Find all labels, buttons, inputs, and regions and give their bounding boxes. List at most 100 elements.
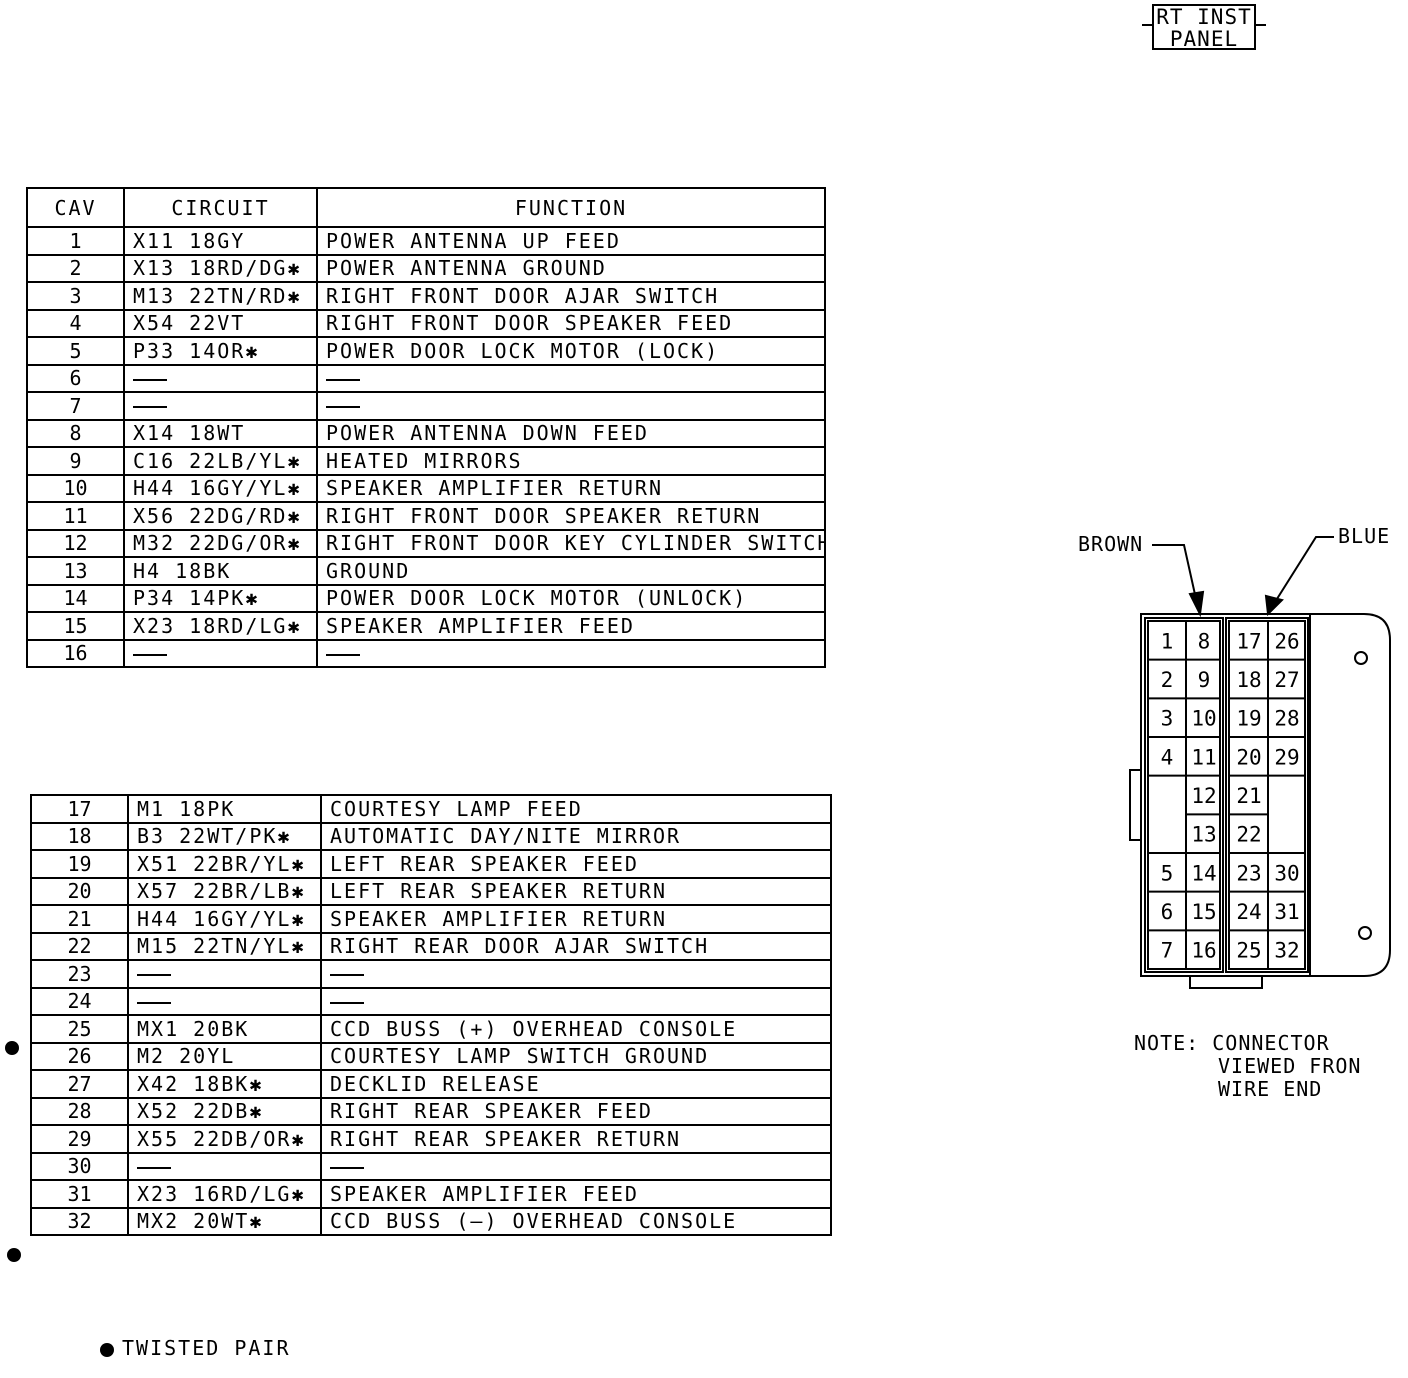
unused-dash	[330, 974, 364, 977]
circuit-cell: M2 20YL	[127, 1041, 322, 1071]
function-cell: RIGHT REAR SPEAKER FEED	[320, 1096, 832, 1126]
cav-cell: 13	[26, 556, 125, 586]
cavity-number: 17	[1236, 629, 1261, 653]
circuit-cell: X23 16RD/LG✱	[127, 1179, 322, 1209]
note-line-3: WIRE END	[1218, 1077, 1323, 1101]
unused-dash	[326, 378, 360, 381]
circuit-cell: MX2 20WT✱	[127, 1206, 322, 1236]
twisted-pair-legend-dot	[100, 1342, 114, 1357]
cavity-number: 10	[1191, 707, 1216, 731]
circuit-cell: X11 18GY	[123, 226, 318, 256]
cavity-number: 5	[1161, 861, 1174, 885]
cavity-number: 28	[1274, 707, 1299, 731]
function-cell: LEFT REAR SPEAKER RETURN	[320, 876, 832, 906]
circuit-cell: M1 18PK	[127, 794, 322, 824]
cavity-number: 11	[1191, 745, 1216, 769]
cavity-number: 6	[1161, 900, 1174, 924]
function-cell: CCD BUSS (+) OVERHEAD CONSOLE	[320, 1014, 832, 1044]
unused-dash	[330, 1001, 364, 1004]
function-cell: RIGHT FRONT DOOR KEY CYLINDER SWITCH	[316, 528, 826, 558]
cavity-number: 29	[1274, 745, 1299, 769]
connector-title-line1: RT INST	[1156, 5, 1252, 29]
cav-cell: 22	[30, 931, 129, 961]
twisted-pair-legend-label: TWISTED PAIR	[122, 1336, 291, 1360]
cav-cell: 3	[26, 281, 125, 311]
cavity-number: 13	[1191, 823, 1216, 847]
unused-dash	[133, 378, 167, 381]
function-cell: POWER DOOR LOCK MOTOR (LOCK)	[316, 336, 826, 366]
cavity-number: 9	[1198, 668, 1211, 692]
function-cell: RIGHT FRONT DOOR AJAR SWITCH	[316, 281, 826, 311]
note-line-2: VIEWED FRON	[1218, 1054, 1362, 1078]
unused-dash	[326, 406, 360, 409]
cav-cell: 4	[26, 308, 125, 338]
function-cell: HEATED MIRRORS	[316, 446, 826, 476]
circuit-cell	[127, 1151, 322, 1181]
twisted-pair-marker-32	[7, 1248, 21, 1262]
cav-cell: 23	[30, 959, 129, 989]
cavity-number: 27	[1274, 668, 1299, 692]
cavity-number: 31	[1274, 900, 1299, 924]
circuit-cell: H44 16GY/YL✱	[127, 904, 322, 934]
cav-cell: 31	[30, 1179, 129, 1209]
connector-title-line2: PANEL	[1169, 27, 1239, 51]
cavity-number: 15	[1191, 900, 1216, 924]
cavity-number: 7	[1161, 939, 1174, 963]
cavity-number: 16	[1191, 939, 1216, 963]
cav-cell: 9	[26, 446, 125, 476]
function-cell: RIGHT REAR SPEAKER RETURN	[320, 1124, 832, 1154]
cavity-number: 30	[1274, 861, 1299, 885]
cavity-number: 32	[1274, 939, 1299, 963]
circuit-cell: M32 22DG/OR✱	[123, 528, 318, 558]
circuit-cell: C16 22LB/YL✱	[123, 446, 318, 476]
cav-cell: 20	[30, 876, 129, 906]
cavity-number: 14	[1191, 861, 1216, 885]
header-tick-right	[1256, 24, 1266, 26]
unused-dash	[137, 1166, 171, 1169]
function-cell: SPEAKER AMPLIFIER RETURN	[316, 473, 826, 503]
cav-cell: 7	[26, 391, 125, 421]
cavity-number: 8	[1198, 629, 1211, 653]
cav-cell: 5	[26, 336, 125, 366]
table-row: 23	[30, 959, 832, 989]
cavity-number: 19	[1236, 707, 1261, 731]
function-cell: RIGHT FRONT DOOR SPEAKER FEED	[316, 308, 826, 338]
cavity-number: 24	[1236, 900, 1261, 924]
cav-cell: 18	[30, 821, 129, 851]
cav-cell: 6	[26, 363, 125, 393]
circuit-cell	[123, 363, 318, 393]
cavity-number: 22	[1236, 823, 1261, 847]
cav-cell: 19	[30, 849, 129, 879]
col-header-cav: CAV	[26, 187, 125, 228]
header-tick-left	[1142, 24, 1152, 26]
cavity-number: 21	[1236, 784, 1261, 808]
cavity-number: 18	[1236, 668, 1261, 692]
function-cell: GROUND	[316, 556, 826, 586]
circuit-cell: H44 16GY/YL✱	[123, 473, 318, 503]
connector-note: NOTE: CONNECTOR VIEWED FRON WIRE END	[1134, 1032, 1361, 1101]
unused-dash	[137, 974, 171, 977]
cav-cell: 11	[26, 501, 125, 531]
cav-cell: 21	[30, 904, 129, 934]
cavity-number: 25	[1236, 939, 1261, 963]
col-header-function: FUNCTION	[316, 187, 826, 228]
circuit-cell	[123, 638, 318, 668]
cavity-number: 26	[1274, 629, 1299, 653]
function-cell: SPEAKER AMPLIFIER FEED	[316, 611, 826, 641]
function-cell: COURTESY LAMP FEED	[320, 794, 832, 824]
cav-cell: 28	[30, 1096, 129, 1126]
function-cell	[316, 391, 826, 421]
cav-cell: 8	[26, 418, 125, 448]
cavity-number: 4	[1161, 745, 1174, 769]
table-row: 7	[26, 391, 826, 421]
